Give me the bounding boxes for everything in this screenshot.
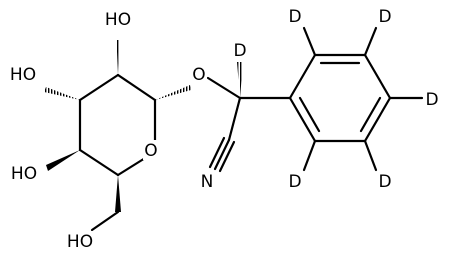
- label-oh-lower-left: HO: [11, 164, 37, 184]
- atom-labels: HO HO HO HO O O N D D D D D D: [4, 7, 440, 252]
- bond-ar-d-meta-top: [363, 26, 378, 57]
- bond-nitrile-2: [208, 136, 226, 169]
- bond-c6-oh: [90, 210, 120, 232]
- label-d-ortho-top: D: [288, 7, 301, 27]
- label-oh-top: HO: [105, 10, 131, 30]
- label-oh-bottom: HO: [67, 232, 93, 252]
- label-oh-left: HO: [10, 65, 36, 85]
- bond-ar-d-ortho-top: [302, 26, 317, 57]
- bond-nitrile-3: [218, 140, 236, 173]
- bond-ar-4: [363, 96, 392, 143]
- bond-ar-d-ortho-bottom: [302, 139, 317, 172]
- bond-calpha-cn: [227, 96, 242, 142]
- bond-ar-double-2: [359, 96, 382, 133]
- label-ring-oxygen: O: [144, 141, 157, 161]
- bond-ar-1: [288, 53, 317, 100]
- bond-ar-d-meta-bottom: [363, 139, 378, 172]
- label-d-meta-bottom: D: [378, 172, 391, 192]
- label-nitrile-nitrogen: N: [201, 172, 214, 192]
- label-d-ortho-bottom: D: [288, 172, 301, 192]
- label-glycosidic-oxygen: O: [192, 65, 205, 85]
- bond-c2-oh-hashed: [116, 40, 120, 75]
- label-d-para: D: [425, 90, 438, 110]
- label-d-alpha: D: [233, 41, 246, 61]
- bond-c5-c4: [78, 148, 120, 177]
- bond-ar-6: [288, 96, 317, 143]
- bond-c4-oh-wedge: [46, 150, 80, 171]
- bond-ar-3: [363, 53, 392, 100]
- bond-o-calpha: [206, 76, 242, 100]
- bond-calpha-d-hashed: [237, 62, 243, 98]
- substituent-bonds: [44, 40, 292, 232]
- bond-c1-o-hashed: [155, 85, 191, 100]
- bond-c3-c2: [78, 73, 120, 102]
- bond-ar-double-3: [298, 96, 321, 133]
- phenyl-ring: [288, 26, 424, 172]
- bond-c5-c6-wedge: [115, 175, 121, 212]
- bond-c3-oh-hashed: [44, 87, 80, 100]
- bond-nitrile-1: [213, 138, 231, 171]
- label-d-meta-top: D: [378, 7, 391, 27]
- bond-c2-c1: [116, 73, 157, 102]
